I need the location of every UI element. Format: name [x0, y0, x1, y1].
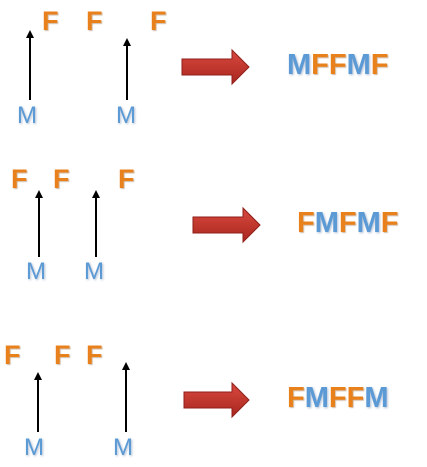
result-letter-m: M [304, 382, 329, 414]
result-letter-m: M [287, 49, 312, 81]
row3-top-letter-1: F [4, 340, 21, 370]
row1-right-arrow [181, 48, 250, 86]
row2-bottom-letter-1: M [26, 258, 46, 285]
result-letter-f: F [346, 382, 365, 414]
result-letter-m: M [364, 382, 389, 414]
row1-bottom-letter-1: M [17, 102, 37, 129]
result-letter-f: F [287, 382, 305, 414]
row2-bottom-letter-2: M [84, 258, 104, 285]
row3-top-letter-3: F [86, 340, 103, 370]
row1-top-letter-2: F [86, 6, 103, 36]
row3-bottom-letter-2: M [113, 434, 133, 461]
row1-top-letter-1: F [42, 6, 59, 36]
result-letter-f: F [328, 382, 347, 414]
row2-result-text: FMFMF [297, 207, 399, 239]
row1-bottom-letter-2: M [116, 102, 136, 129]
row1-result-word: MFFMF [287, 51, 389, 80]
row1-result-text: MFFMF [287, 49, 389, 81]
result-letter-f: F [338, 207, 357, 239]
row2-top-letter-2: F [53, 164, 70, 194]
row2-top-letter-1: F [11, 164, 28, 194]
result-letter-f: F [380, 207, 399, 239]
row1-top-letter-3: F [150, 6, 167, 36]
row3-result-text: FMFFM [287, 382, 389, 414]
result-letter-f: F [297, 207, 315, 239]
result-letter-m: M [356, 207, 381, 239]
row3-bottom-letter-1: M [24, 434, 44, 461]
result-letter-f: F [370, 49, 389, 81]
row2-top-letter-3: F [118, 164, 135, 194]
result-letter-m: M [314, 207, 339, 239]
row2-right-arrow [192, 206, 261, 244]
row3-result-word: FMFFM [287, 384, 389, 413]
row3-top-letter-2: F [54, 340, 71, 370]
result-letter-f: F [311, 49, 329, 81]
row3-right-arrow [183, 381, 250, 419]
result-letter-m: M [346, 49, 371, 81]
result-letter-f: F [328, 49, 347, 81]
row2-result-word: FMFMF [297, 209, 399, 238]
